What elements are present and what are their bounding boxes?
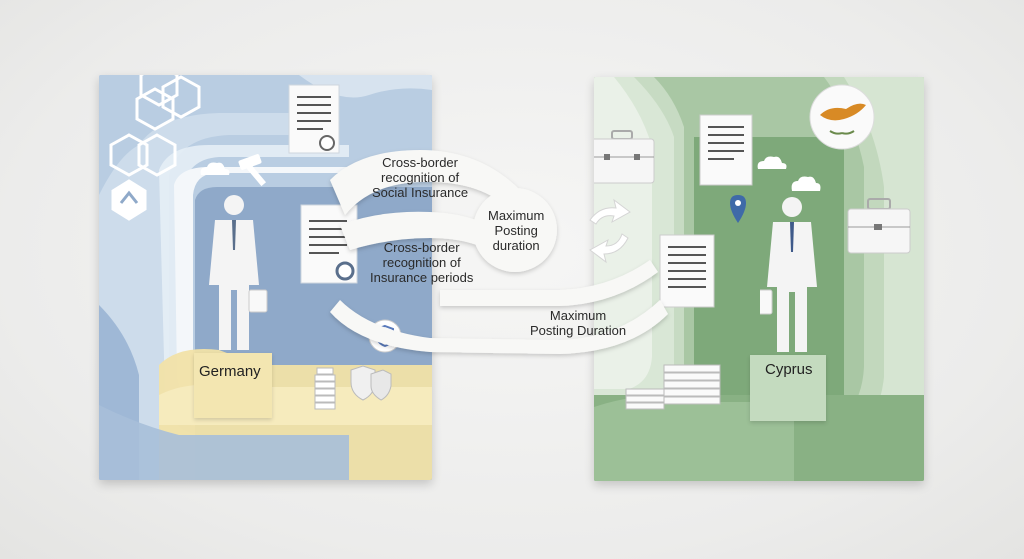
cloud-icon (200, 162, 230, 175)
cyprus-panel: Cyprus (594, 77, 924, 481)
businessman-icon (209, 195, 268, 350)
briefcase-icon (847, 198, 911, 254)
label-insurance-periods: Cross-border recognition of Insurance pe… (370, 240, 474, 285)
seal-icon (335, 261, 355, 281)
germany-panel: Germany (99, 75, 432, 480)
germany-label: Germany (199, 363, 261, 380)
briefcase-icon (594, 130, 655, 184)
label-posting-duration-bottom: Maximum Posting Duration (530, 308, 627, 338)
document-icon (699, 114, 753, 223)
gavel-icon (238, 154, 267, 187)
document-icon (659, 234, 715, 308)
money-stack-icon (625, 364, 721, 410)
hexagon-icon (109, 75, 201, 221)
label-social-insurance: Cross-border recognition of Social Insur… (372, 155, 469, 200)
cyprus-flag-icon (809, 84, 875, 150)
cloud-icon (757, 156, 787, 169)
cycle-arrows-icon (589, 198, 631, 264)
cyprus-podium (750, 355, 826, 421)
businessman-icon (760, 197, 817, 352)
cyprus-label: Cyprus (765, 361, 813, 378)
map-pin-icon (730, 195, 746, 223)
document-icon (288, 84, 340, 154)
cloud-icon (791, 176, 821, 191)
label-posting-duration-circle: Maximum Posting duration (488, 208, 545, 253)
seal-icon (319, 135, 335, 151)
coin-stack-icon (314, 365, 392, 410)
germany-podium (194, 353, 272, 418)
